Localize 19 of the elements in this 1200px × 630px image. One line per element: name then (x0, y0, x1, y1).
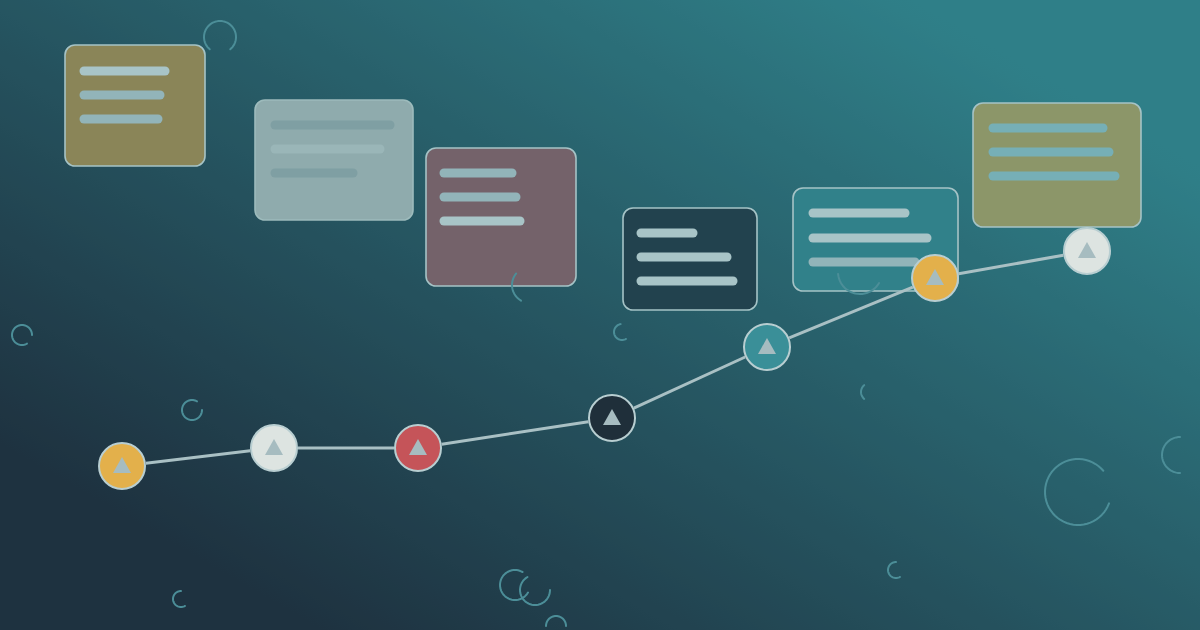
milestone-marker (743, 323, 791, 371)
note-card (64, 44, 206, 167)
milestone-marker (98, 442, 146, 490)
note-card (622, 207, 758, 311)
connector-line (145, 449, 251, 465)
note-card (425, 147, 577, 287)
milestone-marker (250, 424, 298, 472)
note-card (792, 187, 959, 292)
milestone-marker (1063, 227, 1111, 275)
connector-line (441, 420, 589, 446)
connector-line (298, 446, 394, 450)
milestone-marker (394, 424, 442, 472)
note-card (972, 102, 1142, 228)
milestone-marker (911, 254, 959, 302)
connector-line (958, 253, 1064, 276)
note-card (254, 99, 414, 221)
connector-line (633, 355, 746, 410)
milestone-marker (588, 394, 636, 442)
connector-line (788, 285, 914, 340)
